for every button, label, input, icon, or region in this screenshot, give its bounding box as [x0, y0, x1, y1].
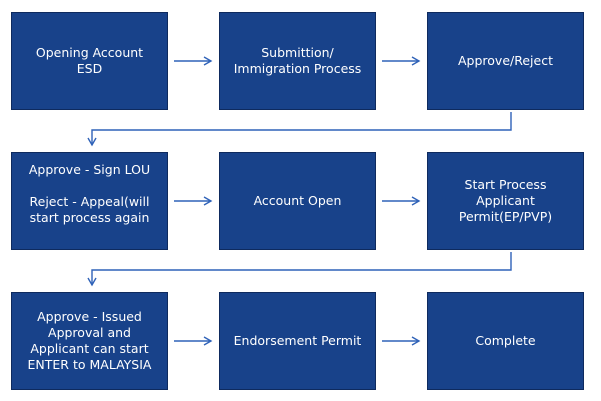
step-text-line: Approve - Issued	[37, 309, 142, 324]
step-text-line: Applicant can start	[30, 341, 149, 356]
step-endorsement-permit: Endorsement Permit	[219, 292, 376, 390]
step-text-line: Submittion/	[261, 45, 334, 60]
step-text-line: ESD	[76, 61, 103, 76]
step-text-line: Approve/Reject	[458, 53, 553, 68]
step-submission-immigration: Submittion/ Immigration Process	[219, 12, 376, 110]
step-text-line: start process again	[29, 210, 150, 225]
step-text-line: Permit(EP/PVP)	[458, 209, 553, 224]
step-opening-account: Opening Account ESD	[11, 12, 168, 110]
step-text-line: Approval and	[48, 325, 131, 340]
step-approve-sign-lou: Approve - Sign LOU Reject - Appeal(will …	[11, 152, 168, 250]
elbow-arrow-icon	[87, 252, 512, 287]
step-start-process: Start Process Applicant Permit(EP/PVP)	[427, 152, 584, 250]
step-text-line: Applicant	[476, 193, 535, 208]
step-text-line: Complete	[475, 333, 536, 348]
step-approve-reject: Approve/Reject	[427, 12, 584, 110]
step-text-line: Start Process	[464, 177, 547, 192]
step-text-line: Account Open	[253, 193, 342, 208]
step-text-line: Reject - Appeal(will	[29, 194, 150, 209]
elbow-arrow-icon	[87, 112, 512, 147]
step-text-line: Opening Account	[35, 45, 144, 60]
step-approve-issued: Approve - Issued Approval and Applicant …	[11, 292, 168, 390]
step-complete: Complete	[427, 292, 584, 390]
step-text-line: Approve - Sign LOU	[28, 162, 151, 177]
step-text-line: Endorsement Permit	[233, 333, 362, 348]
step-text-line: ENTER to MALAYSIA	[27, 357, 152, 372]
step-text-line: Immigration Process	[233, 61, 362, 76]
step-account-open: Account Open	[219, 152, 376, 250]
